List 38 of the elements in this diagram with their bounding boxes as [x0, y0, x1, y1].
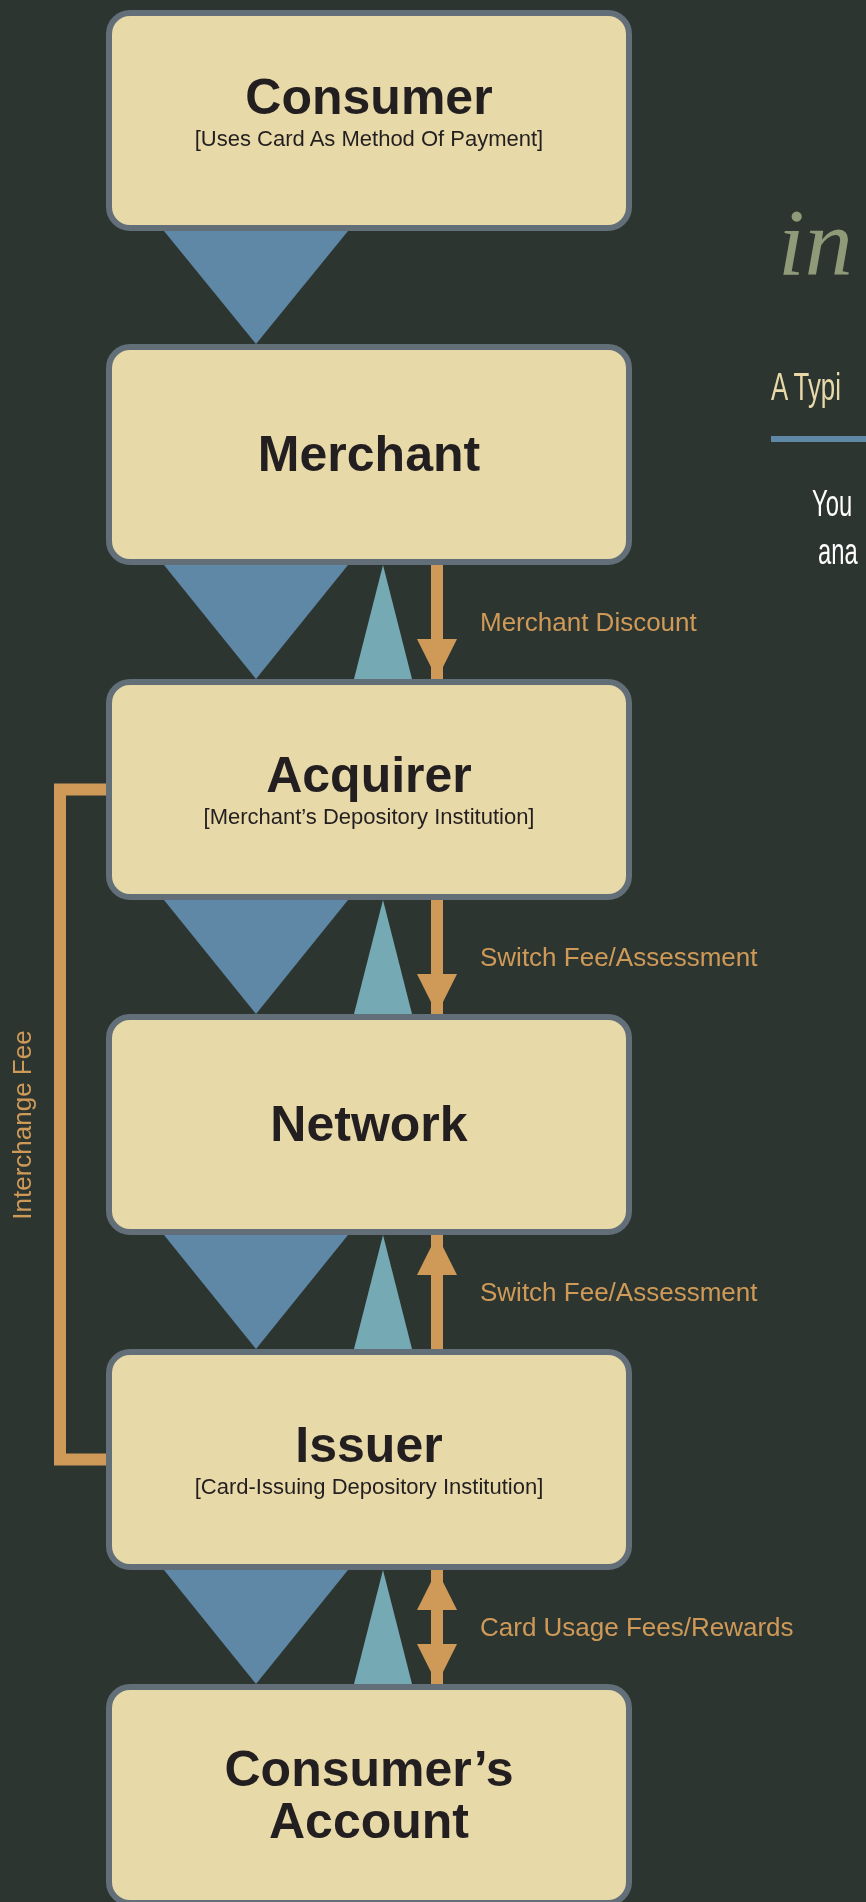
process-box [106, 679, 632, 900]
process-box [106, 1684, 632, 1902]
process-box [106, 1014, 632, 1235]
arrow [417, 1235, 457, 1349]
body-text: You [812, 486, 853, 522]
edge-label: Switch Fee/Assessment [480, 1279, 758, 1305]
node-subtitle: [Card-Issuing Depository Institution] [194, 1473, 544, 1500]
edge-label: Interchange Fee [9, 1029, 35, 1220]
triangle-arrow [164, 900, 348, 1014]
triangle-arrow [354, 900, 412, 1014]
node-title: Consumer [245, 71, 493, 124]
triangle-arrow [354, 1235, 412, 1349]
heading-text: in [778, 195, 853, 291]
triangle-arrow [164, 565, 348, 679]
edge-label: Merchant Discount [480, 609, 697, 635]
node-title: Issuer [295, 1419, 443, 1472]
node-subtitle: [Uses Card As Method Of Payment] [194, 125, 544, 152]
process-box [106, 1349, 632, 1570]
node-title: Acquirer [266, 749, 472, 802]
subheading-text: A Typi [771, 368, 841, 406]
triangle-arrow [164, 1570, 348, 1684]
edge-label: Switch Fee/Assessment [480, 944, 758, 970]
process-box [106, 344, 632, 565]
node-subtitle: [Merchant’s Depository Institution] [203, 803, 535, 830]
arrow [417, 565, 457, 679]
edge-label: Card Usage Fees/Rewards [480, 1614, 794, 1640]
node-title: Consumer’s Account [223, 1742, 515, 1848]
process-box [106, 10, 632, 231]
triangle-arrow [164, 1235, 348, 1349]
body-text: ana [818, 534, 858, 570]
bracket-connector [54, 783, 106, 1466]
node-title: Network [270, 1098, 468, 1151]
triangle-arrow [354, 1570, 412, 1684]
arrow [417, 1570, 457, 1684]
triangle-arrow [164, 231, 348, 344]
arrow [417, 900, 457, 1014]
node-title: Merchant [257, 428, 481, 481]
triangle-arrow [354, 565, 412, 679]
